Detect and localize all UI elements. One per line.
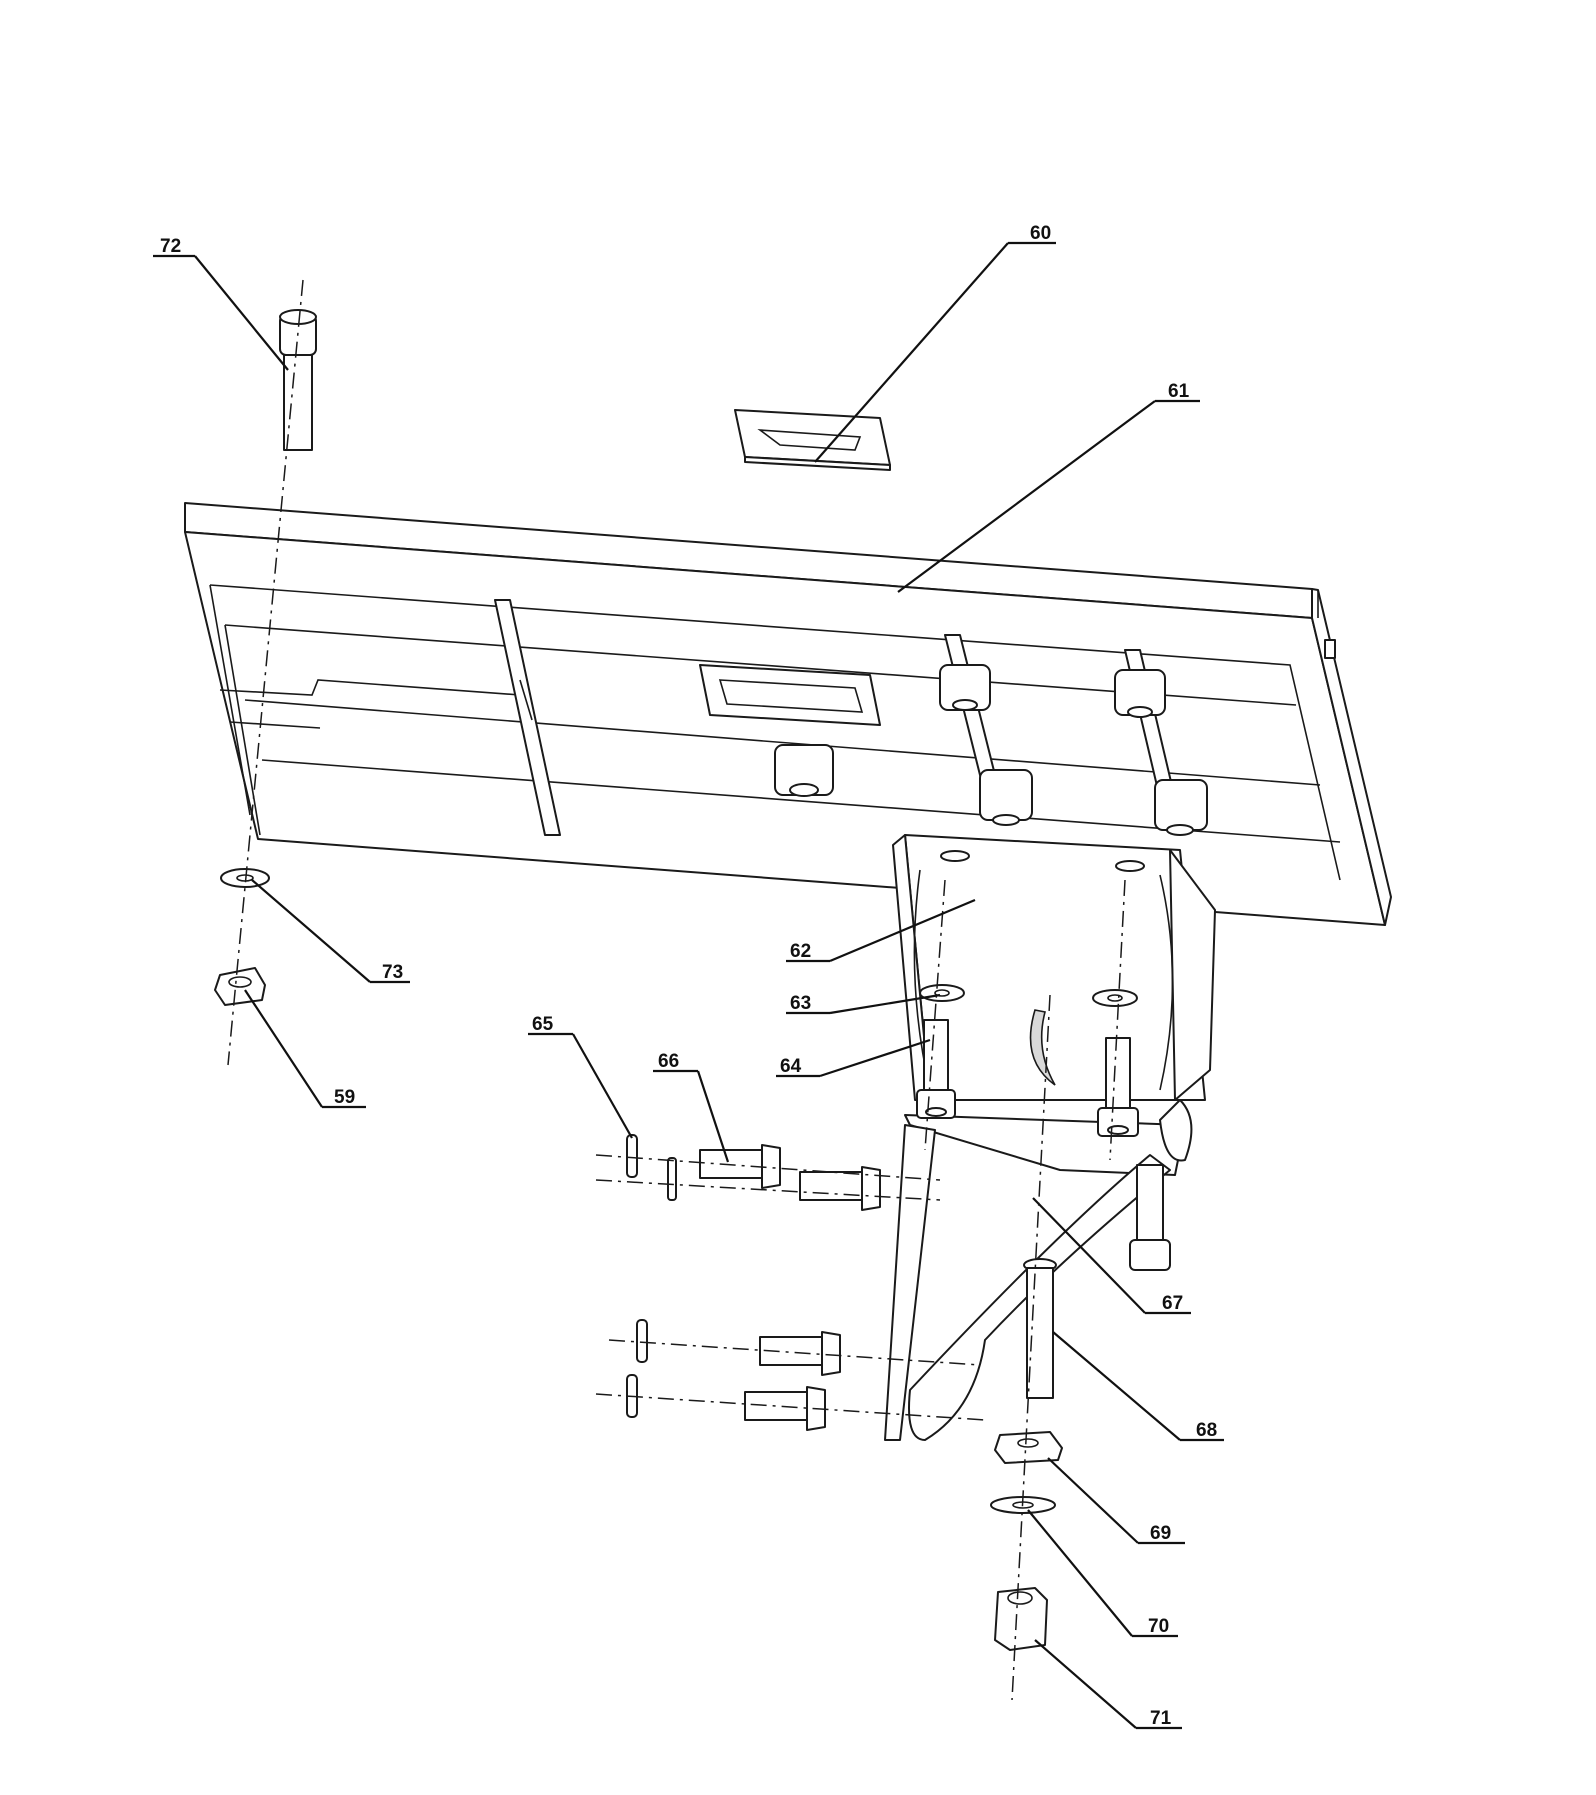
callout-68: 68 <box>1196 1420 1217 1441</box>
callout-63: 63 <box>790 993 811 1014</box>
washers-65 <box>626 1134 677 1418</box>
leader-lines <box>153 241 1224 1730</box>
callout-labels: 72 60 61 62 63 64 65 66 67 68 69 70 71 7… <box>160 223 1217 1729</box>
callout-60: 60 <box>1030 223 1051 244</box>
callout-64: 64 <box>780 1056 802 1077</box>
callout-73: 73 <box>382 962 403 983</box>
callout-72: 72 <box>160 236 181 257</box>
cap-screw-72 <box>279 309 317 451</box>
nut-59 <box>214 967 266 1006</box>
nut-71 <box>994 1587 1048 1651</box>
bracket-housing-62 <box>892 834 1216 1101</box>
center-lines <box>227 279 1126 1701</box>
callout-70: 70 <box>1148 1616 1169 1637</box>
callout-71: 71 <box>1150 1708 1172 1729</box>
callout-61: 61 <box>1168 381 1190 402</box>
bolts-66 <box>699 1144 881 1431</box>
callout-66: 66 <box>658 1051 679 1072</box>
block-69 <box>994 1431 1063 1464</box>
callout-69: 69 <box>1150 1523 1171 1544</box>
callout-59: 59 <box>334 1087 355 1108</box>
callout-65: 65 <box>532 1014 554 1035</box>
slotted-block-60 <box>734 409 891 471</box>
screws-64 <box>916 1019 1171 1271</box>
callout-62: 62 <box>790 941 811 962</box>
washer-73 <box>220 868 270 888</box>
base-plate-61 <box>184 502 1392 926</box>
callout-67: 67 <box>1162 1293 1183 1314</box>
